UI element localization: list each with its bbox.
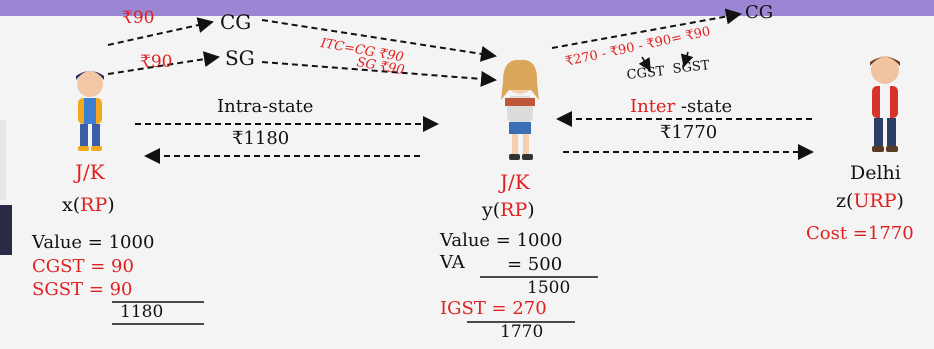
y-va-value: = 500 xyxy=(507,254,563,275)
state-word: -state xyxy=(675,96,733,117)
inter-state-label: Inter -state xyxy=(630,96,732,117)
arrow-to-sgst xyxy=(680,51,694,68)
z-reg: URP xyxy=(853,190,897,212)
x-total: 1180 xyxy=(120,302,164,322)
sg-label: SG xyxy=(225,46,255,70)
y-igst: IGST = 270 xyxy=(440,298,547,319)
arrow-x-to-sg xyxy=(107,51,220,75)
x-name: x(RP) xyxy=(62,194,115,216)
inter-word: Inter xyxy=(630,96,676,117)
y-total: 1770 xyxy=(500,322,544,342)
arrow-sg-to-y xyxy=(261,61,497,87)
x-cgst: CGST = 90 xyxy=(32,256,134,277)
y-reg: RP xyxy=(500,199,528,221)
x-name-prefix: x( xyxy=(62,194,81,216)
arrow-x-to-cg xyxy=(107,17,214,46)
y-subtotal: 1500 xyxy=(527,278,571,298)
y-name-suffix: ) xyxy=(527,199,535,221)
arrow-y-to-cg xyxy=(551,8,742,49)
person-x-figure xyxy=(76,71,104,151)
intra-state-label: Intra-state xyxy=(217,96,314,117)
y-value: Value = 1000 xyxy=(440,230,563,251)
z-cost: Cost =1770 xyxy=(806,223,914,244)
x-reg: RP xyxy=(80,194,108,216)
x-state: J/K xyxy=(75,160,105,184)
left-edge-strip xyxy=(0,120,6,200)
arrow-to-cgst xyxy=(638,56,651,72)
cg-top-right-label: CG xyxy=(745,2,774,23)
y-state: J/K xyxy=(500,170,530,194)
y-name-prefix: y( xyxy=(482,199,501,221)
person-y-figure xyxy=(501,59,539,160)
y-name: y(RP) xyxy=(482,199,535,221)
y-va-label: VA xyxy=(440,252,465,273)
person-z-figure xyxy=(870,56,900,152)
z-name: z(URP) xyxy=(836,190,904,212)
z-state: Delhi xyxy=(850,162,901,184)
top-banner xyxy=(0,0,934,16)
intra-state-amount: ₹1180 xyxy=(232,128,290,149)
z-name-prefix: z( xyxy=(836,190,854,212)
x-value: Value = 1000 xyxy=(32,232,155,253)
rupee-sg-label: ₹90 xyxy=(140,52,173,72)
z-name-suffix: ) xyxy=(896,190,904,212)
inter-state-amount: ₹1770 xyxy=(660,122,718,143)
cg-label: CG xyxy=(220,10,252,34)
x-name-suffix: ) xyxy=(107,194,115,216)
rupee-cg-label: ₹90 xyxy=(122,8,155,28)
left-edge-bar xyxy=(0,205,12,255)
x-sgst: SGST = 90 xyxy=(32,279,133,300)
